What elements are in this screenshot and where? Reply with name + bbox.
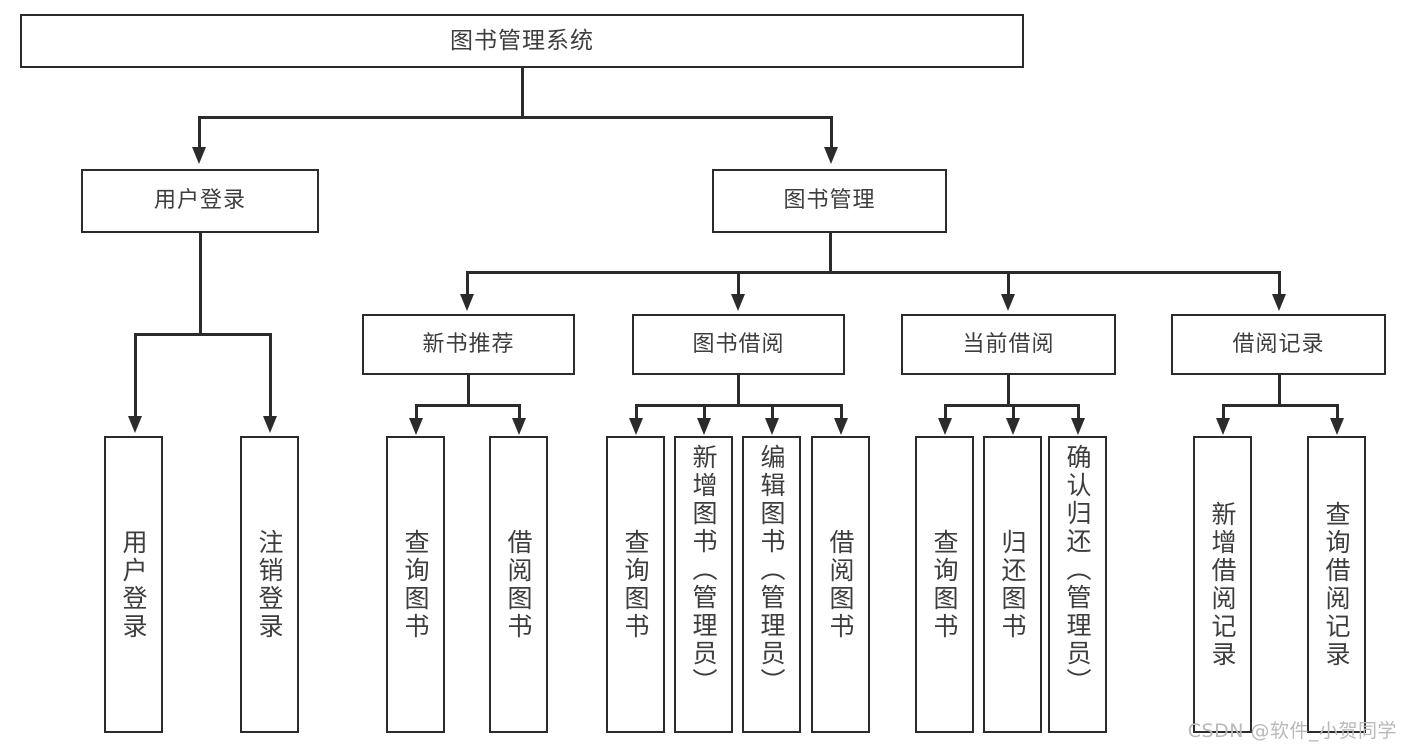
arrowhead-leaf-return-book [1006,418,1020,435]
node-label: 图书管理系统 [450,27,594,54]
connector-nbr-trunk [467,375,470,406]
connector-bm-drop-2 [737,271,740,296]
arrowhead-leaf-edit-book [765,418,779,435]
leaf-add-borrow-record[interactable]: 新增借阅记录 [1193,436,1252,733]
node-label: 图书管理 [783,188,876,213]
connector-user-login-drop-1 [134,333,137,417]
connector-root-trunk [521,68,524,118]
connector-bb-bus [635,404,842,407]
leaf-label: 用户登录 [119,528,148,641]
leaf-borrow-book[interactable]: 借阅图书 [811,436,870,733]
arrowhead-leaf-query-book-3 [938,418,952,435]
leaf-label: 新增图书（管理员） [689,444,718,696]
leaf-label: 查询图书 [930,528,959,641]
connector-br-trunk [1278,375,1281,406]
connector-book-management-trunk [829,233,832,273]
node-label: 新书推荐 [422,331,515,357]
leaf-query-book-recommend[interactable]: 查询图书 [386,436,445,733]
leaf-user-logout[interactable]: 注销登录 [240,436,299,733]
connector-cb-trunk [1007,375,1010,406]
node-book-borrow[interactable]: 图书借阅 [632,314,845,375]
arrowhead-leaf-borrow-book-2 [834,418,848,435]
arrowhead-leaf-confirm-return [1071,418,1085,435]
leaf-label: 注销登录 [255,528,284,641]
csdn-watermark: CSDN @软件_小贺同学 [1187,720,1397,742]
connector-book-management-bus [466,271,1280,274]
connector-bb-trunk [737,375,740,406]
arrowhead-leaf-add-borrow-record [1216,418,1230,435]
arrowhead-leaf-borrow-book-1 [512,418,526,435]
connector-root-to-book-management [830,116,833,148]
connector-nbr-drop-1 [415,404,418,419]
leaf-label: 借阅图书 [504,528,533,641]
connector-cb-drop-3 [1077,404,1080,419]
connector-nbr-bus [415,404,520,407]
arrowhead-leaf-user-login [128,416,142,433]
leaf-add-book[interactable]: 新增图书（管理员） [674,436,733,733]
connector-bm-drop-1 [466,271,469,296]
node-user-login[interactable]: 用户登录 [81,169,319,233]
leaf-label: 查询图书 [401,528,430,641]
arrowhead-user-login [192,147,206,164]
leaf-edit-book[interactable]: 编辑图书（管理员） [742,436,801,733]
arrowhead-leaf-add-book [697,418,711,435]
arrowhead-book-management [824,147,838,164]
leaf-confirm-return[interactable]: 确认归还（管理员） [1048,436,1107,733]
connector-root-bus [198,116,832,119]
arrowhead-borrow-record [1272,294,1286,311]
connector-bb-drop-2 [703,404,706,419]
leaf-label: 编辑图书（管理员） [757,444,786,696]
arrowhead-leaf-query-book-1 [409,418,423,435]
arrowhead-leaf-query-book-2 [629,418,643,435]
connector-br-bus [1222,404,1338,407]
leaf-borrow-book-recommend[interactable]: 借阅图书 [489,436,548,733]
connector-br-drop-1 [1222,404,1225,419]
connector-cb-drop-2 [1012,404,1015,419]
leaf-query-borrow-record[interactable]: 查询借阅记录 [1307,436,1366,733]
connector-user-login-bus [134,333,271,336]
arrowhead-current-borrow [1001,294,1015,311]
connector-user-login-trunk [199,233,202,335]
connector-bb-drop-4 [840,404,843,419]
node-borrow-record[interactable]: 借阅记录 [1171,314,1386,375]
arrowhead-book-borrow [731,294,745,311]
connector-bm-drop-4 [1278,271,1281,296]
arrowhead-new-book-recommend [460,294,474,311]
node-root-system[interactable]: 图书管理系统 [20,14,1024,68]
connector-root-to-user-login [198,116,201,148]
leaf-label: 新增借阅记录 [1208,500,1237,669]
leaf-query-book-current[interactable]: 查询图书 [915,436,974,733]
arrowhead-leaf-user-logout [263,416,277,433]
connector-cb-drop-1 [944,404,947,419]
connector-bb-drop-3 [771,404,774,419]
connector-bm-drop-3 [1007,271,1010,296]
node-label: 用户登录 [153,188,246,213]
node-new-book-recommend[interactable]: 新书推荐 [362,314,575,375]
node-book-management[interactable]: 图书管理 [712,169,947,233]
node-label: 图书借阅 [692,331,785,357]
leaf-label: 借阅图书 [826,528,855,641]
leaf-return-book[interactable]: 归还图书 [983,436,1042,733]
connector-user-login-drop-2 [269,333,272,417]
node-label: 当前借阅 [962,331,1055,357]
leaf-label: 查询图书 [621,528,650,641]
connector-nbr-drop-2 [518,404,521,419]
leaf-label: 查询借阅记录 [1322,500,1351,669]
node-label: 借阅记录 [1232,331,1325,357]
connector-cb-bus [944,404,1078,407]
connector-bb-drop-1 [635,404,638,419]
leaf-label: 归还图书 [998,528,1027,641]
node-current-borrow[interactable]: 当前借阅 [901,314,1116,375]
leaf-user-login[interactable]: 用户登录 [104,436,163,733]
leaf-label: 确认归还（管理员） [1063,444,1092,696]
connector-br-drop-2 [1336,404,1339,419]
arrowhead-leaf-query-borrow-record [1330,418,1344,435]
leaf-query-book-borrow[interactable]: 查询图书 [606,436,665,733]
